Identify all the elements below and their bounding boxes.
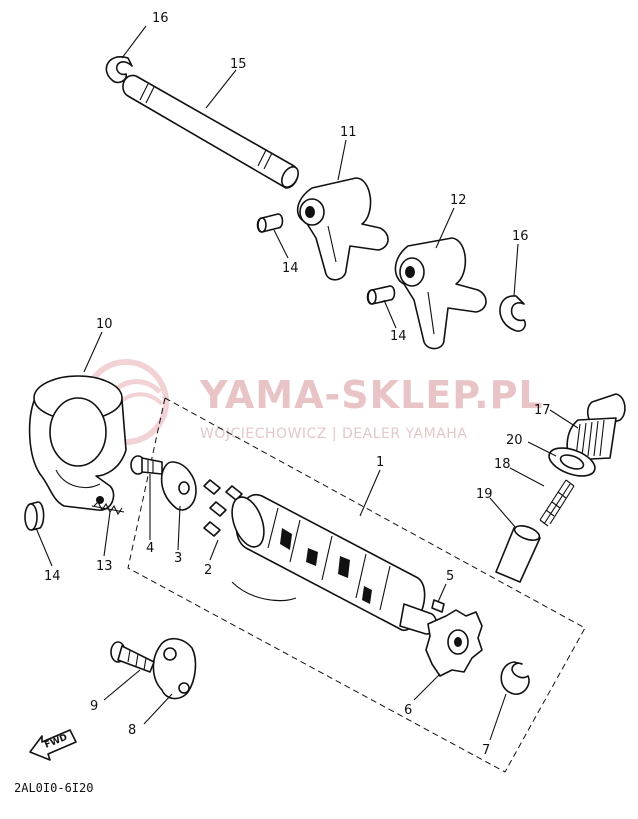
watermark-subtitle: WOJCIECHOWICZ | DEALER YAMAHA xyxy=(200,426,467,442)
guide-pin-14-a xyxy=(256,213,284,233)
guide-pin-14-c xyxy=(24,501,45,531)
callout-label: 7 xyxy=(482,743,490,758)
callout-label: 10 xyxy=(96,317,113,332)
housing-10 xyxy=(28,375,127,511)
watermark: YAMA-SKLEP.PL WOJCIECHOWICZ | DEALER YAM… xyxy=(83,359,544,445)
assembly-boundary xyxy=(127,397,586,773)
fwd-arrow: FWD xyxy=(29,729,77,761)
stopper-plate-8 xyxy=(152,637,197,700)
screw-9 xyxy=(110,641,155,673)
callout-label: 6 xyxy=(404,703,412,718)
shift-drum-1 xyxy=(231,493,438,635)
callout-label: 16 xyxy=(512,229,529,244)
callout-label: 17 xyxy=(534,403,551,418)
callout-label: 15 xyxy=(230,57,247,72)
pin-5 xyxy=(431,599,445,613)
callout-label: 18 xyxy=(494,457,511,472)
callout-label: 8 xyxy=(128,723,136,738)
diagram-code: 2AL0I0-6I20 xyxy=(14,781,93,795)
callout-label: 5 xyxy=(446,569,454,584)
guide-pin-14-b xyxy=(366,285,396,305)
pin-19 xyxy=(495,525,541,583)
shift-fork-11 xyxy=(296,177,389,281)
star-plate-6 xyxy=(425,609,483,677)
spring-18 xyxy=(539,479,575,527)
leader-lines xyxy=(35,25,579,741)
callout-label: 1 xyxy=(376,455,384,470)
callout-label: 3 xyxy=(174,551,182,566)
pins-2 xyxy=(203,479,243,537)
watermark-title: YAMA-SKLEP.PL xyxy=(199,373,544,417)
circlip-16-right xyxy=(499,295,527,332)
circlip-16-top xyxy=(105,56,133,84)
circlip-7 xyxy=(500,661,530,695)
callout-label: 2 xyxy=(204,563,212,578)
callout-label: 19 xyxy=(476,487,493,502)
shift-fork-shaft-15 xyxy=(122,74,299,189)
callout-label: 16 xyxy=(152,11,169,26)
callout-label: 4 xyxy=(146,541,154,556)
callout-label: 14 xyxy=(282,261,299,276)
callout-label: 11 xyxy=(340,125,357,140)
callout-labels: 16 15 11 12 16 14 14 10 17 20 1 18 19 4 … xyxy=(44,11,551,758)
callout-label: 12 xyxy=(450,193,467,208)
callout-label: 20 xyxy=(506,433,523,448)
plug-bolt-17 xyxy=(566,393,626,461)
callout-label: 9 xyxy=(90,699,98,714)
callout-label: 14 xyxy=(390,329,407,344)
spring-13 xyxy=(91,501,125,516)
washer-plate-3 xyxy=(160,461,197,511)
shift-fork-12 xyxy=(394,237,487,350)
callout-label: 14 xyxy=(44,569,61,584)
callout-label: 13 xyxy=(96,559,113,574)
bolt-4 xyxy=(130,455,163,475)
gasket-20 xyxy=(548,447,596,477)
